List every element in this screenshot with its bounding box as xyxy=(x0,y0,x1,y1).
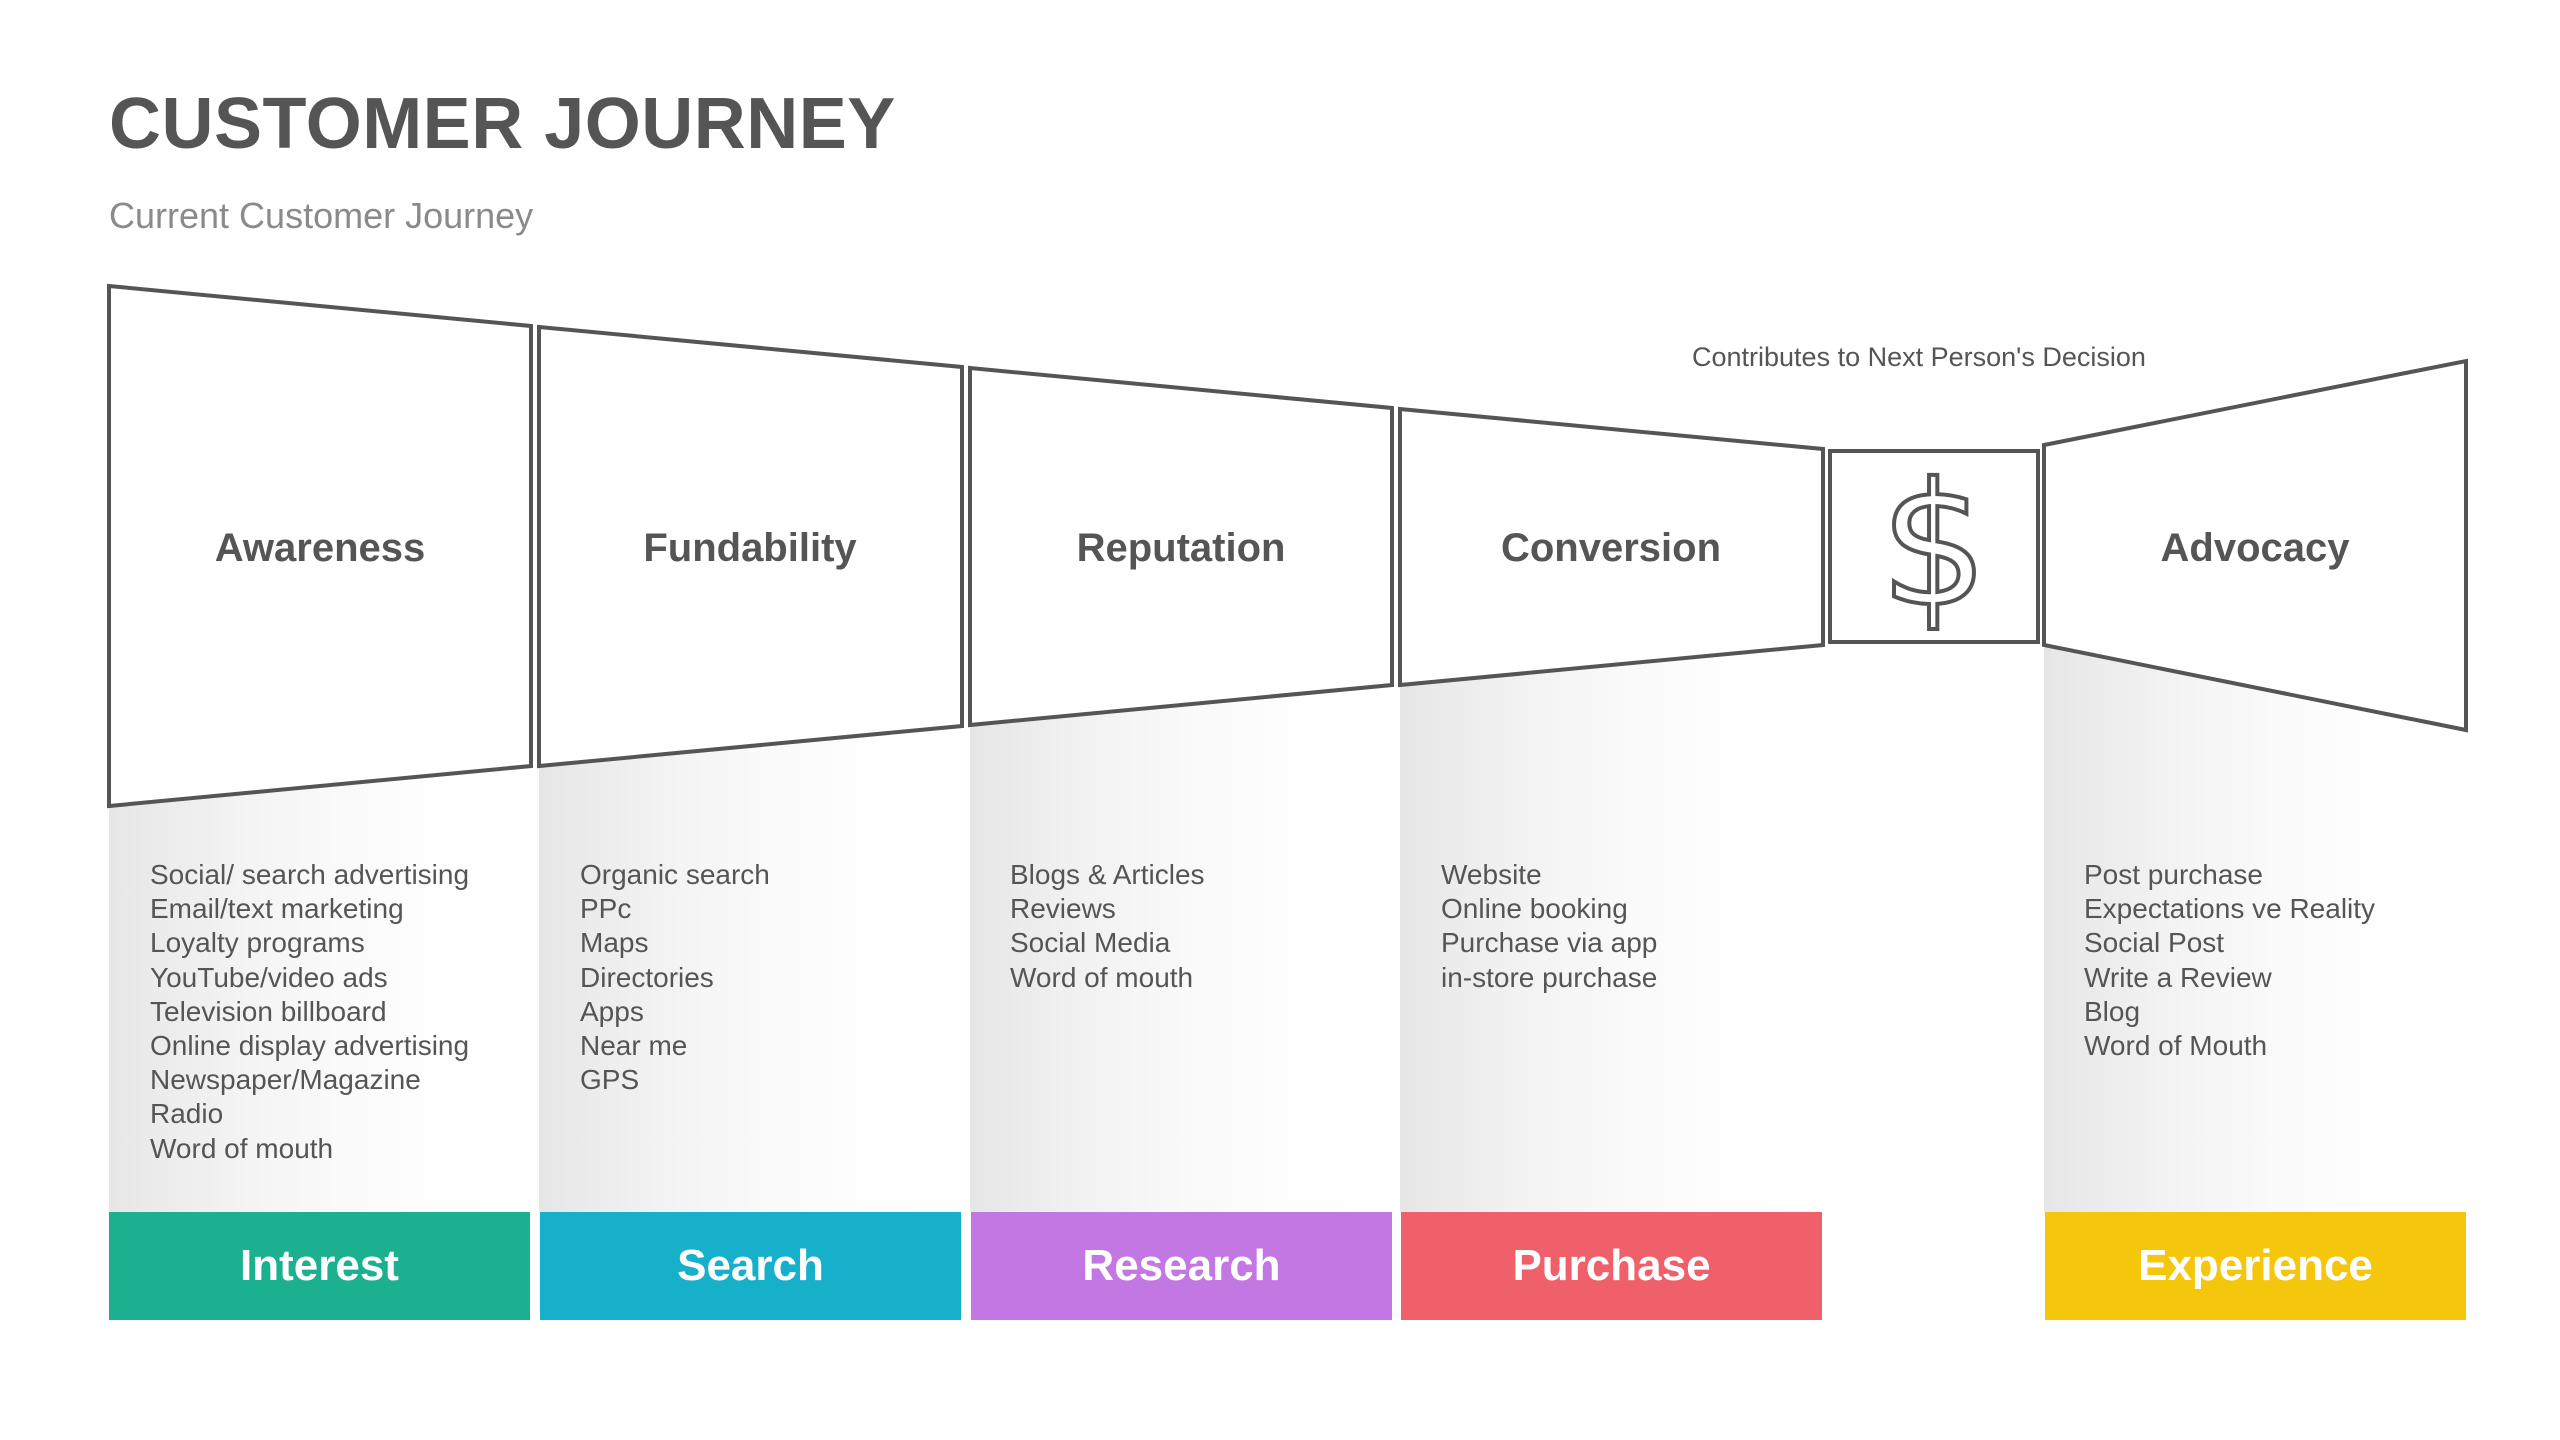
shadow-advocacy xyxy=(2044,645,2466,1212)
list-item: Online display advertising xyxy=(150,1029,470,1061)
category-bar-purchase: Purchase xyxy=(1401,1212,1822,1320)
list-item: Blogs & Articles xyxy=(1010,859,1205,890)
stage-label-reputation: Reputation xyxy=(1076,526,1286,570)
list-item: Loyalty programs xyxy=(150,927,365,959)
category-bar-experience: Experience xyxy=(2045,1212,2466,1320)
list-item: Word of mouth xyxy=(1010,961,1194,993)
list-item: Directories xyxy=(580,961,714,993)
shadow-awareness xyxy=(109,766,531,1212)
list-item: Near me xyxy=(580,1029,688,1061)
stage-panel-awareness xyxy=(107,283,533,809)
list-item: Post purchase xyxy=(2084,859,2263,890)
list-item: PPc xyxy=(580,893,632,925)
list-item: Email/text marketing xyxy=(150,893,404,925)
list-item: YouTube/video ads xyxy=(150,961,388,993)
category-label-search: Search xyxy=(677,1241,824,1290)
shadow-fundability xyxy=(539,726,962,1212)
stage-label-conversion: Conversion xyxy=(1500,526,1722,570)
list-item: Word of Mouth xyxy=(2084,1029,2268,1061)
dollar-icon: $ xyxy=(1880,447,1988,645)
page-title: CUSTOMER JOURNEY xyxy=(109,84,896,164)
advocacy-note: Contributes to Next Person's Decision xyxy=(1692,342,2146,372)
touchpoint-list-reputation: Blogs & Articles Reviews Social Media Wo… xyxy=(1010,858,1205,995)
stage-label-fundability: Fundability xyxy=(643,526,857,570)
list-item: Word of mouth xyxy=(150,1132,334,1164)
list-item: Social Media xyxy=(1010,927,1171,959)
list-item: Social/ search advertising xyxy=(150,859,470,890)
shadow-reputation xyxy=(970,685,1392,1212)
category-label-interest: Interest xyxy=(240,1241,399,1290)
list-item: in-store purchase xyxy=(1441,961,1658,993)
stage-panel-reputation xyxy=(968,365,1394,728)
list-item: Purchase via app xyxy=(1441,927,1658,959)
list-item: Newspaper/Magazine xyxy=(150,1064,421,1096)
category-bar-research: Research xyxy=(971,1212,1392,1320)
list-item: Expectations ve Reality xyxy=(2084,893,2376,925)
stage-panel-conversion xyxy=(1398,406,1825,688)
list-item: Organic search xyxy=(580,859,770,890)
category-label-research: Research xyxy=(1082,1241,1281,1290)
list-item: Apps xyxy=(580,995,644,1027)
category-bar-interest: Interest xyxy=(109,1212,530,1320)
category-bar-search: Search xyxy=(540,1212,961,1320)
stage-label-awareness: Awareness xyxy=(214,526,426,570)
list-item: Write a Review xyxy=(2084,961,2272,993)
stage-panel-advocacy xyxy=(2042,358,2468,733)
touchpoint-list-fundability: Organic search PPc Maps Directories Apps… xyxy=(580,858,770,1097)
touchpoint-list-awareness: Social/ search advertising Email/text ma… xyxy=(150,858,469,1166)
list-item: Reviews xyxy=(1010,893,1116,925)
shadow-conversion xyxy=(1400,645,1823,1212)
stage-panel-fundability xyxy=(537,324,964,769)
stage-label-advocacy: Advocacy xyxy=(2160,526,2350,570)
list-item: Blog xyxy=(2084,995,2141,1027)
category-label-experience: Experience xyxy=(2138,1241,2373,1290)
category-label-purchase: Purchase xyxy=(1512,1241,1711,1290)
list-item: GPS xyxy=(580,1064,640,1096)
list-item: Social Post xyxy=(2084,927,2225,959)
touchpoint-list-advocacy: Post purchase Expectations ve Reality So… xyxy=(2084,858,2375,1063)
list-item: Television billboard xyxy=(150,995,387,1027)
page-subtitle: Current Customer Journey xyxy=(109,195,534,236)
list-item: Maps xyxy=(580,927,649,959)
dollar-box xyxy=(1828,449,2040,644)
list-item: Radio xyxy=(150,1098,224,1130)
list-item: Online booking xyxy=(1441,893,1628,925)
touchpoint-list-conversion: Website Online booking Purchase via app … xyxy=(1441,858,1657,995)
list-item: Website xyxy=(1441,859,1542,890)
